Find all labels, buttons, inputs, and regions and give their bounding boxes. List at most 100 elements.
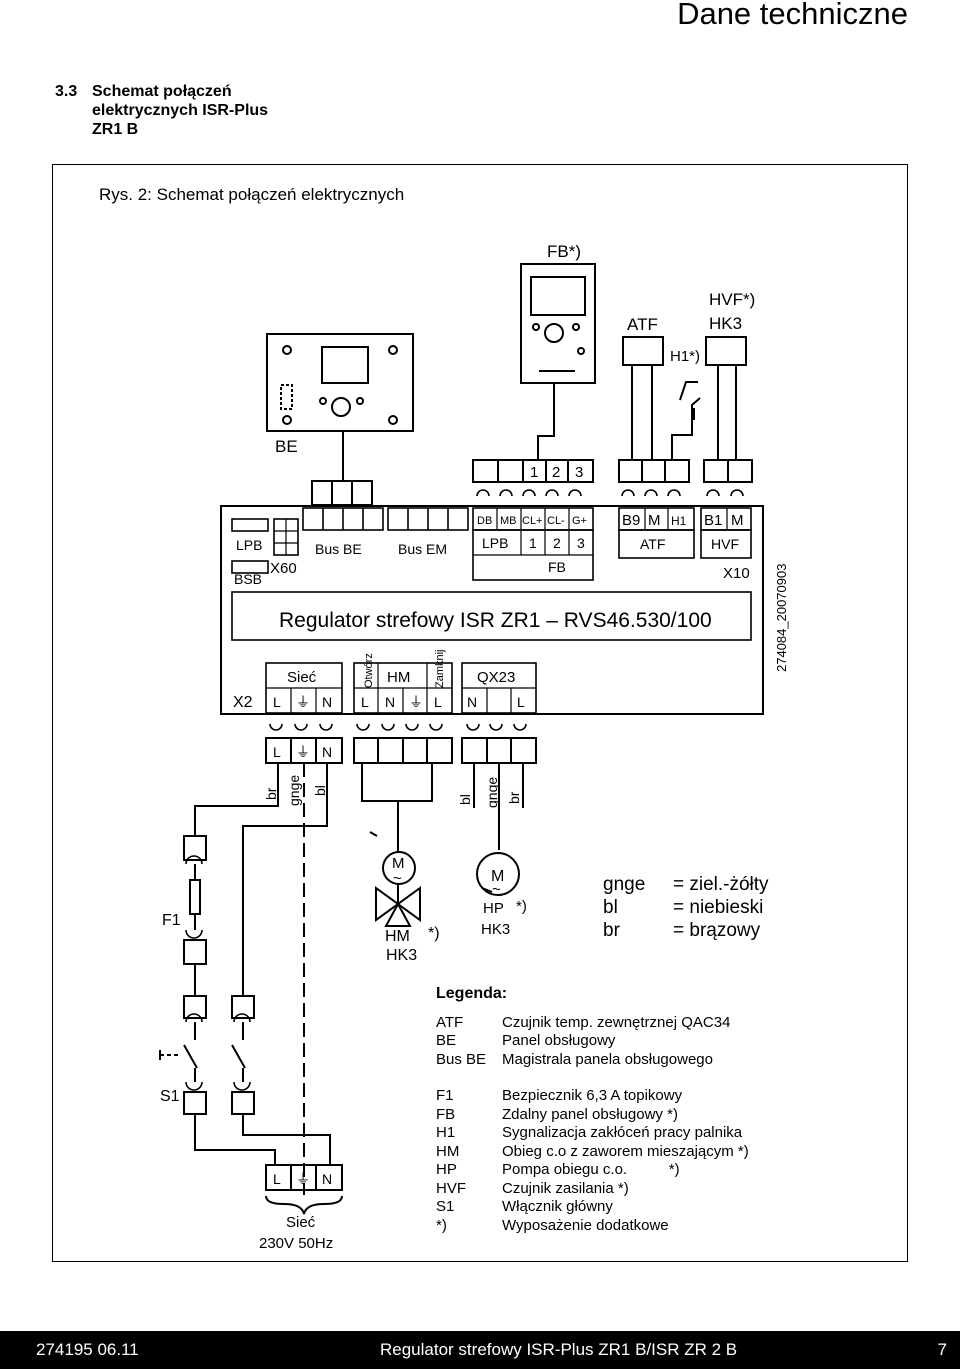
wire-color-key: gnge= ziel.-żółty bl= niebieski br= brąz… <box>603 873 769 942</box>
pin-label: ⏚ <box>409 694 423 710</box>
footer-title: Regulator strefowy ISR-Plus ZR1 B/ISR ZR… <box>380 1340 738 1359</box>
regulator-name: Regulator strefowy ISR ZR1 – RVS46.530/1… <box>279 609 712 632</box>
term-label: B1 <box>704 512 722 529</box>
pin-label: N <box>467 694 477 710</box>
wire-label: br <box>506 791 522 804</box>
term-label: M <box>731 512 744 529</box>
label-hp: HP <box>483 900 504 917</box>
fb-panel <box>520 263 596 384</box>
label-atf: ATF <box>627 315 658 334</box>
label-hm-star: *) <box>428 925 440 942</box>
color-key-meaning: = ziel.-żółty <box>673 874 769 895</box>
legend-key: HM <box>436 1142 460 1160</box>
legend-row: HP Pompa obiegu c.o. *) <box>436 1161 749 1180</box>
legend-row: FB Zdalny panel obsługowy *) <box>436 1106 749 1125</box>
color-key-code: br <box>603 920 620 941</box>
legend-key: ATF <box>436 1013 464 1031</box>
doc-id: 274084_20070903 <box>774 564 789 672</box>
term-label: 1 <box>529 535 537 551</box>
legend-value: Magistrala panela obsługowego <box>502 1050 713 1068</box>
legend-value: Zdalny panel obsługowy *) <box>502 1105 678 1123</box>
footer-doc-number: 274195 06.11 <box>36 1340 139 1359</box>
term-label: CL+ <box>522 515 543 527</box>
pin-label: ⏚ <box>296 744 310 760</box>
motor-label: M <box>491 868 504 885</box>
color-key-meaning: = niebieski <box>673 897 764 918</box>
legend-key: BE <box>436 1032 457 1049</box>
section-title-line: ZR1 B <box>92 121 139 138</box>
pin-label: L <box>517 694 525 710</box>
term-label: HVF <box>711 536 739 552</box>
hp-pump <box>476 852 520 896</box>
label-x60: X60 <box>270 560 297 577</box>
term-label: CL- <box>547 515 565 527</box>
legend-row: HVF Czujnik zasilania *) <box>436 1180 749 1199</box>
term-label: ATF <box>640 536 665 552</box>
legend-value: Czujnik zasilania *) <box>502 1179 629 1197</box>
legend-row: HM Obieg c.o z zaworem mieszającym *) <box>436 1143 749 1162</box>
figure-caption: Rys. 2: Schemat połączeń elektrycznych <box>99 185 405 204</box>
color-key-code: gnge <box>603 874 646 895</box>
label-hm: HM <box>385 928 410 945</box>
label-hp-hk3: HK3 <box>481 921 510 938</box>
label-fb: FB*) <box>547 242 581 261</box>
page-header-title: Dane techniczne <box>677 0 908 31</box>
pin-label: L <box>273 694 281 710</box>
legend-row: F1 Bezpiecznik 6,3 A topikowy <box>436 1087 749 1106</box>
label-bus-em: Bus EM <box>398 541 447 557</box>
label-hm-term: HM <box>387 669 410 686</box>
motor-tilde: ~ <box>393 870 402 887</box>
legend-row: S1 Włącznik główny <box>436 1198 749 1217</box>
label-hvf: HVF*) <box>709 290 755 309</box>
label-otworz: Otwórz <box>363 653 375 688</box>
section-number: 3.3 <box>55 83 78 100</box>
legend-key: FB <box>436 1105 456 1123</box>
hvf-sensor <box>705 336 747 366</box>
pin-label: ⏚ <box>296 1171 310 1187</box>
top-conn-num: 1 <box>530 464 538 481</box>
legend-row: *) Wyposażenie dodatkowe <box>436 1217 749 1236</box>
page-footer: 274195 06.11 Regulator strefowy ISR-Plus… <box>0 1331 960 1369</box>
wire-label: bl <box>457 794 473 805</box>
label-supply: 230V 50Hz <box>259 1235 333 1252</box>
legend-value: Pompa obiegu c.o. *) <box>502 1161 680 1178</box>
legend-value: Czujnik temp. zewnętrznej QAC34 <box>502 1013 731 1031</box>
pin-label: N <box>385 694 395 710</box>
pin-label: N <box>322 744 332 760</box>
legend-row: BE Panel obsługowy <box>436 1032 749 1051</box>
label-h1: H1*) <box>670 348 700 365</box>
legend-value: Bezpiecznik 6,3 A topikowy <box>502 1087 683 1104</box>
atf-sensor <box>622 336 664 366</box>
wire-label: gnge <box>286 775 302 806</box>
legend-value: Wyposażenie dodatkowe <box>502 1216 669 1234</box>
legend-key: Bus BE <box>436 1050 487 1068</box>
label-x2: X2 <box>233 694 253 711</box>
footer-page-number: 7 <box>937 1340 947 1359</box>
term-label: B9 <box>622 512 640 529</box>
color-key-row: gnge = ziel.-żółty <box>603 873 769 896</box>
label-zamknij: Zamknij <box>434 649 446 688</box>
label-lpb: LPB <box>236 537 262 553</box>
label-hk3: HK3 <box>709 314 742 333</box>
legend-value: Obieg c.o z zaworem mieszającym *) <box>502 1142 749 1160</box>
legend-key: HP <box>436 1161 457 1178</box>
legend-row: Bus BE Magistrala panela obsługowego <box>436 1051 749 1070</box>
pin-label: L <box>273 744 281 760</box>
color-key-meaning: = brązowy <box>673 920 761 941</box>
legend-value: Włącznik główny <box>502 1198 613 1215</box>
legend-key: HVF <box>436 1179 466 1197</box>
term-label: LPB <box>482 535 508 551</box>
legend-key: S1 <box>436 1198 455 1215</box>
legend-key: F1 <box>436 1087 454 1104</box>
legend-key: *) <box>436 1216 447 1234</box>
color-key-row: br = brązowy <box>603 919 769 942</box>
section-title-line: Schemat połączeń <box>92 83 232 100</box>
label-qx23: QX23 <box>477 669 515 686</box>
pin-label: L <box>273 1171 281 1187</box>
term-label: 3 <box>577 535 585 551</box>
legend-value: Panel obsługowy <box>502 1032 616 1049</box>
top-conn-num: 3 <box>575 464 583 481</box>
term-label: M <box>648 512 661 529</box>
